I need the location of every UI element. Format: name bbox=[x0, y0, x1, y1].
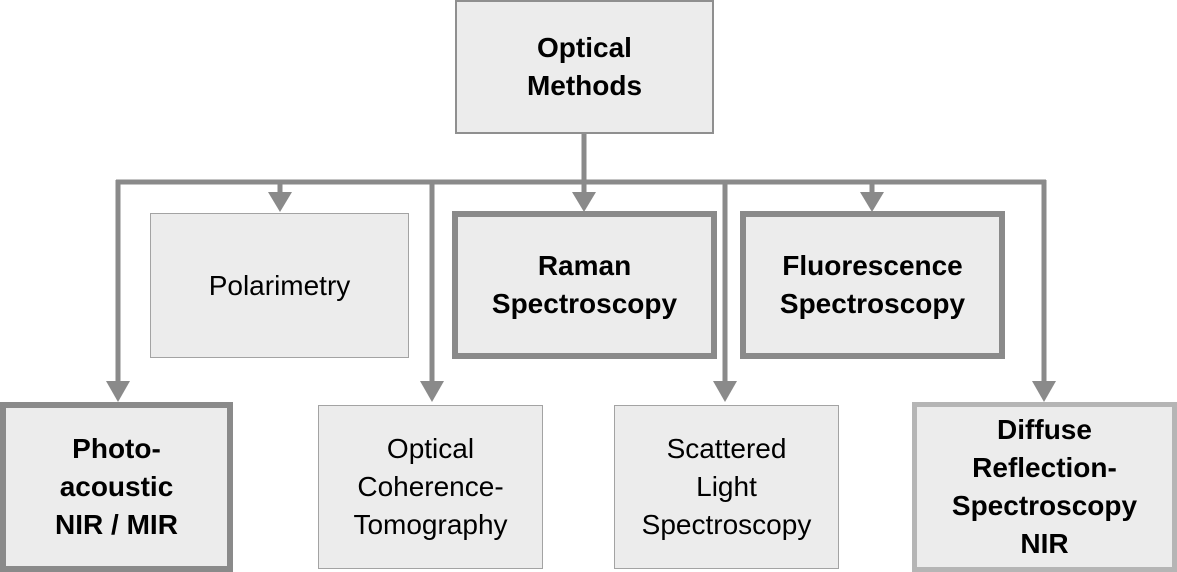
node-fluorescence-line-1: Fluorescence bbox=[782, 250, 963, 281]
node-diffuse-line-2: Reflection- bbox=[972, 452, 1117, 483]
arrowhead-oct bbox=[420, 381, 444, 402]
arrowhead-diffuse bbox=[1032, 381, 1056, 402]
node-oct-line-3: Tomography bbox=[353, 509, 508, 540]
node-photoacoustic-line-2: acoustic bbox=[59, 471, 174, 502]
node-fluorescence-line-2: Spectroscopy bbox=[779, 288, 966, 319]
node-photoacoustic: Photo- acoustic NIR / MIR bbox=[0, 402, 233, 572]
node-oct-line-2: Coherence- bbox=[357, 471, 504, 502]
node-diffuse-line-1: Diffuse bbox=[997, 414, 1092, 445]
arrowhead-photoacoustic bbox=[106, 381, 130, 402]
node-optical-methods: Optical Methods bbox=[455, 0, 714, 134]
node-polarimetry-line-1: Polarimetry bbox=[208, 269, 351, 301]
node-scattered-line-2: Light bbox=[696, 471, 757, 502]
node-optical-coherence-tomography: Optical Coherence- Tomography bbox=[318, 405, 543, 569]
node-raman-line-2: Spectroscopy bbox=[491, 288, 678, 319]
node-raman-spectroscopy: Raman Spectroscopy bbox=[452, 211, 717, 359]
node-optical-methods-line-2: Methods bbox=[526, 70, 643, 101]
node-scattered-line-3: Spectroscopy bbox=[641, 509, 812, 540]
node-fluorescence-spectroscopy: Fluorescence Spectroscopy bbox=[740, 211, 1005, 359]
node-polarimetry: Polarimetry bbox=[150, 213, 409, 358]
arrowhead-polarimetry bbox=[268, 192, 292, 212]
node-oct-line-1: Optical bbox=[386, 433, 475, 464]
arrowhead-fluorescence bbox=[860, 192, 884, 212]
node-diffuse-reflection-spectroscopy: Diffuse Reflection- Spectroscopy NIR bbox=[912, 402, 1177, 572]
node-scattered-light-spectroscopy: Scattered Light Spectroscopy bbox=[614, 405, 839, 569]
node-photoacoustic-line-3: NIR / MIR bbox=[55, 509, 178, 540]
arrowhead-raman bbox=[572, 192, 596, 212]
node-scattered-line-1: Scattered bbox=[666, 433, 787, 464]
node-photoacoustic-line-1: Photo- bbox=[72, 433, 161, 464]
node-diffuse-line-3: Spectroscopy bbox=[951, 490, 1138, 521]
node-raman-line-1: Raman bbox=[537, 250, 632, 281]
arrowhead-scattered bbox=[713, 381, 737, 402]
node-optical-methods-line-1: Optical bbox=[537, 32, 632, 63]
node-diffuse-line-4: NIR bbox=[1020, 528, 1069, 559]
